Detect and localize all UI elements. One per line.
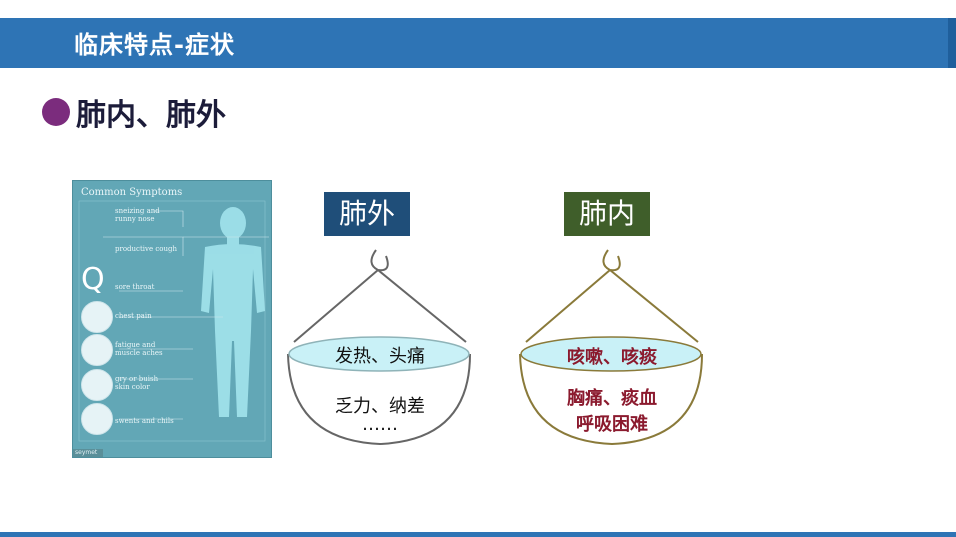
footer-line [0,532,956,537]
symptom-label: swents and chils [115,417,174,425]
symptoms-poster: Common Symptoms sneizing and runny nose … [72,180,272,458]
scale-right-label: 肺内 [564,192,650,236]
page-title: 临床特点-症状 [74,31,235,59]
symptom-label: sneizing and runny nose [115,207,160,223]
scale-left-graphic [287,249,471,446]
skin-color-icon [81,369,113,401]
subtitle: 肺内、肺外 [76,98,226,133]
symptom-label: gry or buish skin color [115,375,159,391]
poster-tag: seymet [73,449,103,457]
fatigue-icon [81,334,113,366]
header-bar [0,18,948,68]
symptom-label: chest pain [115,312,152,320]
sore-throat-icon: Q [81,262,105,297]
scale-right-graphic [519,249,703,446]
scale-right-pan-line: 呼吸困难 [576,414,648,435]
body-figure [78,200,269,442]
chest-pain-icon [81,301,113,333]
scale-left-pan-line: …… [362,414,398,435]
symptom-label: productive cough [115,245,177,253]
scale-left-pan-line: 乏力、纳差 [335,396,425,417]
symptom-label: fatigue and muscle aches [115,341,163,357]
scale-right-pan-top: 咳嗽、咳痰 [567,347,657,368]
sweats-icon [81,403,113,435]
scale-left-pan-top: 发热、头痛 [335,346,425,367]
bullet-dot [42,98,70,126]
poster-title: Common Symptoms [81,187,183,198]
scale-right-pan-line: 胸痛、痰血 [567,388,657,409]
header-accent [948,18,956,68]
symptom-label: sore throat [115,283,155,291]
scale-left-label: 肺外 [324,192,410,236]
